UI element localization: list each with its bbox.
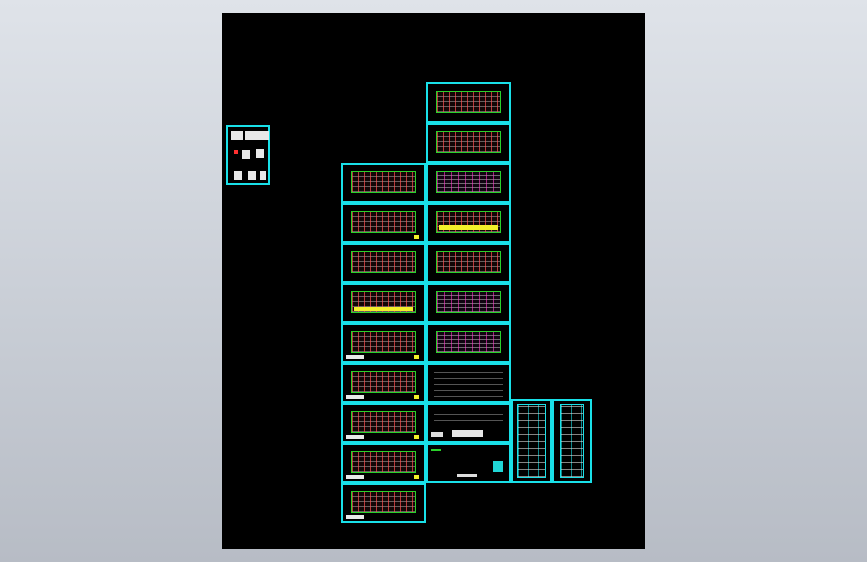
highlight-strip bbox=[354, 307, 413, 311]
floor-plan bbox=[351, 451, 416, 474]
floor-plan bbox=[351, 211, 416, 234]
sheet-col2-row4[interactable] bbox=[426, 203, 511, 243]
sheet-col1-row9[interactable] bbox=[341, 483, 426, 523]
sheet-col1-row4[interactable] bbox=[341, 283, 426, 323]
sheet-col2-row8[interactable] bbox=[426, 363, 511, 403]
floor-plan bbox=[436, 251, 501, 274]
sheet-door-window-table-2[interactable] bbox=[552, 399, 592, 483]
detail-drawing bbox=[431, 432, 443, 438]
floor-plan bbox=[351, 331, 416, 354]
revision-stamp bbox=[414, 434, 420, 439]
sheet-col2-row2[interactable] bbox=[426, 123, 511, 163]
sheet-col2-row3[interactable] bbox=[426, 163, 511, 203]
detail-drawing bbox=[457, 473, 477, 478]
detail-label bbox=[431, 448, 441, 451]
title-block bbox=[346, 435, 365, 439]
floor-plan bbox=[351, 371, 416, 394]
drawing-viewport[interactable] bbox=[222, 13, 645, 549]
floor-plan bbox=[351, 251, 416, 274]
legend-symbol bbox=[248, 171, 256, 180]
title-block bbox=[346, 355, 365, 359]
legend-symbol bbox=[256, 149, 264, 158]
legend-marker bbox=[234, 150, 238, 154]
legend-symbol bbox=[260, 171, 266, 180]
title-block bbox=[346, 515, 365, 519]
floor-plan bbox=[436, 291, 501, 314]
general-notes bbox=[434, 368, 503, 398]
sheet-col1-row1[interactable] bbox=[341, 163, 426, 203]
title-block bbox=[346, 395, 365, 399]
revision-stamp bbox=[414, 474, 420, 479]
floor-plan bbox=[351, 411, 416, 434]
revision-stamp bbox=[414, 394, 420, 399]
sheet-col2-row10[interactable] bbox=[426, 443, 511, 483]
sheet-col2-row9[interactable] bbox=[426, 403, 511, 443]
sheet-door-window-table-1[interactable] bbox=[511, 399, 552, 483]
revision-stamp bbox=[414, 234, 420, 239]
sheet-col2-row5[interactable] bbox=[426, 243, 511, 283]
detail-drawing bbox=[492, 461, 503, 472]
floor-plan bbox=[436, 171, 501, 194]
legend-symbol bbox=[242, 150, 250, 159]
highlight-strip bbox=[439, 224, 498, 230]
title-block bbox=[346, 475, 365, 479]
legend-symbol bbox=[234, 171, 242, 180]
floor-plan bbox=[436, 211, 501, 234]
sheet-col2-row7[interactable] bbox=[426, 323, 511, 363]
detail-drawing bbox=[452, 429, 484, 438]
sheet-col2-row1[interactable] bbox=[426, 82, 511, 123]
schedule-table bbox=[560, 404, 584, 478]
sheet-col1-row7[interactable] bbox=[341, 403, 426, 443]
sheet-col1-row6[interactable] bbox=[341, 363, 426, 403]
legend-sheet[interactable] bbox=[226, 125, 270, 185]
revision-stamp bbox=[414, 354, 420, 359]
sheet-col1-row5[interactable] bbox=[341, 323, 426, 363]
legend-symbol bbox=[257, 131, 269, 140]
floor-plan bbox=[436, 331, 501, 354]
general-notes bbox=[434, 408, 503, 422]
floor-plan bbox=[351, 171, 416, 194]
sheet-col2-row6[interactable] bbox=[426, 283, 511, 323]
floor-plan bbox=[436, 131, 501, 154]
legend-symbol bbox=[231, 131, 243, 140]
sheet-col1-row2[interactable] bbox=[341, 203, 426, 243]
floor-plan bbox=[436, 90, 501, 113]
schedule-table bbox=[516, 404, 547, 478]
floor-plan bbox=[351, 491, 416, 514]
legend-symbol bbox=[245, 131, 257, 140]
sheet-col1-row8[interactable] bbox=[341, 443, 426, 483]
sheet-col1-row3[interactable] bbox=[341, 243, 426, 283]
